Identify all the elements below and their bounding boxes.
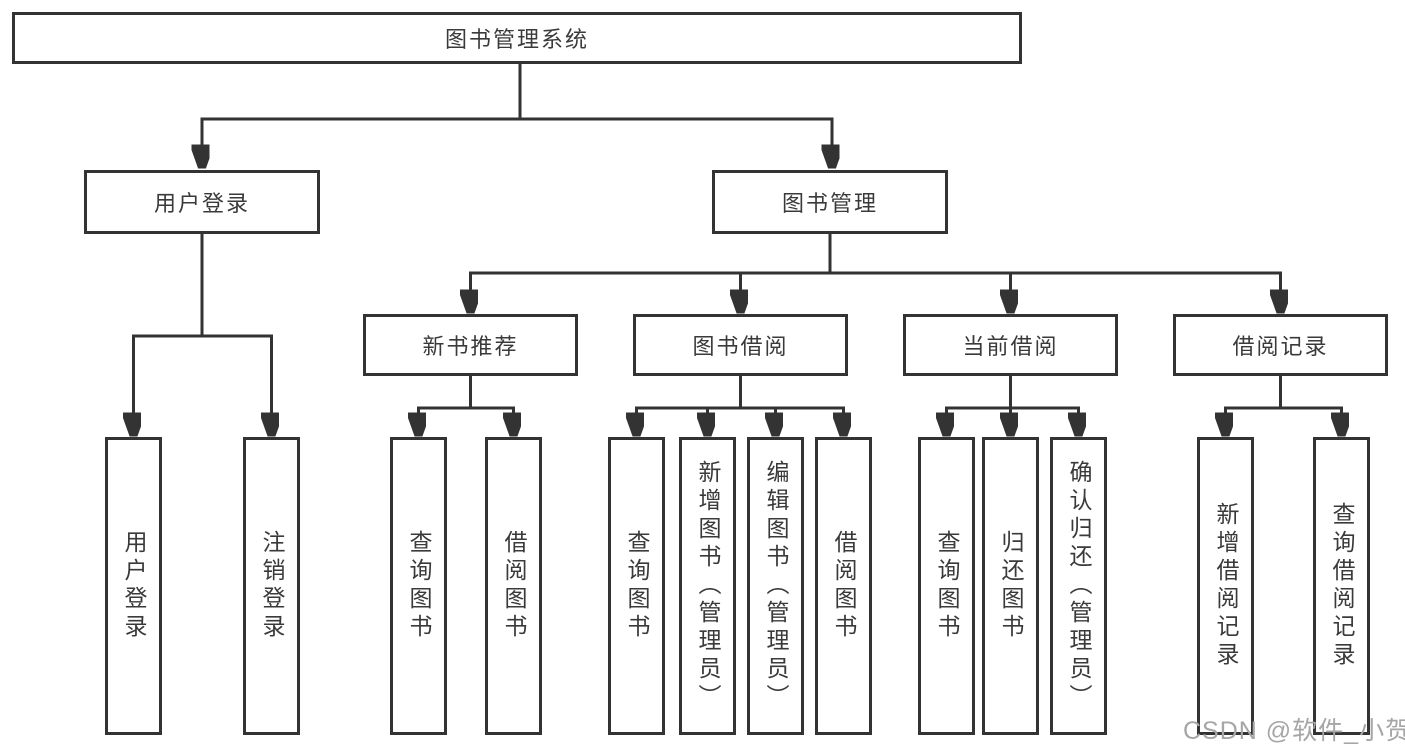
node-user-login: 用户登录 [84,170,320,234]
node-current-borrow-label: 当前借阅 [962,334,1059,359]
leaf-logout: 注销登录 [243,437,300,735]
leaf-return-book: 归还图书 [982,437,1039,735]
leaf-add-borrow-record: 新增借阅记录 [1197,437,1254,735]
leaf-add-borrow-record-label: 新增借阅记录 [1213,502,1239,670]
node-root: 图书管理系统 [12,12,1022,64]
leaf-query-borrow-record: 查询借阅记录 [1313,437,1370,735]
leaf-query-books-borrow: 查询图书 [608,437,665,735]
leaf-query-books-recommend: 查询图书 [390,437,447,735]
node-new-book-recommend-label: 新书推荐 [422,334,519,359]
leaf-confirm-return-admin-label: 确认归还（管理员） [1066,460,1092,712]
leaf-edit-book-admin: 编辑图书（管理员） [747,437,804,735]
leaf-logout-label: 注销登录 [259,530,285,642]
leaf-user-login: 用户登录 [105,437,162,735]
leaf-add-book-admin-label: 新增图书（管理员） [695,460,721,712]
leaf-edit-book-admin-label: 编辑图书（管理员） [763,460,789,712]
leaf-query-borrow-record-label: 查询借阅记录 [1329,502,1355,670]
leaf-borrow-books-label: 借阅图书 [831,530,857,642]
leaf-add-book-admin: 新增图书（管理员） [679,437,736,735]
node-book-management: 图书管理 [712,170,948,234]
node-current-borrow: 当前借阅 [903,314,1118,376]
node-borrow-records: 借阅记录 [1173,314,1388,376]
leaf-confirm-return-admin: 确认归还（管理员） [1050,437,1107,735]
csdn-watermark: CSDN @软件_小贺同学 [1183,717,1405,745]
leaf-query-books-current: 查询图书 [918,437,975,735]
leaf-borrow-books-recommend-label: 借阅图书 [501,530,527,642]
node-new-book-recommend: 新书推荐 [363,314,578,376]
node-book-borrow: 图书借阅 [633,314,848,376]
leaf-query-books-current-label: 查询图书 [934,530,960,642]
node-user-login-label: 用户登录 [153,191,250,216]
leaf-borrow-books-recommend: 借阅图书 [485,437,542,735]
node-book-borrow-label: 图书借阅 [692,334,789,359]
node-borrow-records-label: 借阅记录 [1232,334,1329,359]
leaf-return-book-label: 归还图书 [998,530,1024,642]
node-book-management-label: 图书管理 [781,191,878,216]
leaf-query-books-recommend-label: 查询图书 [406,530,432,642]
leaf-borrow-books: 借阅图书 [815,437,872,735]
leaf-query-books-borrow-label: 查询图书 [624,530,650,642]
node-root-label: 图书管理系统 [444,27,589,52]
leaf-user-login-label: 用户登录 [121,530,147,642]
